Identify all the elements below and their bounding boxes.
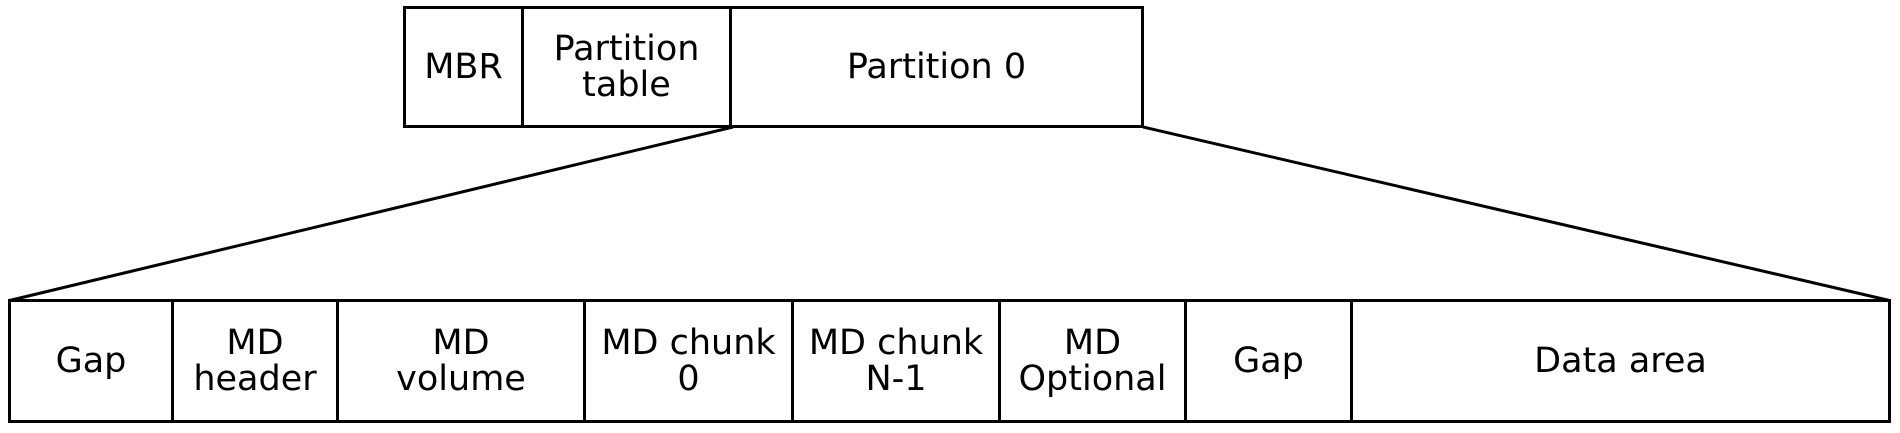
connector-line-left	[9, 125, 734, 302]
cell-partition-table-label: Partition table	[553, 28, 700, 105]
cell-partition-0[interactable]: Partition 0	[732, 9, 1141, 125]
cell-md-chunk-0[interactable]: MD chunk 0	[586, 302, 794, 420]
cell-md-chunk-n-1[interactable]: MD chunk N-1	[794, 302, 1001, 420]
cell-data-area[interactable]: Data area	[1353, 302, 1888, 420]
partition-detail-row: Gap MD header MD volume MD chunk 0 MD ch…	[8, 299, 1891, 423]
cell-md-header[interactable]: MD header	[174, 302, 339, 420]
cell-mbr-label: MBR	[424, 46, 503, 87]
cell-data-area-label: Data area	[1534, 340, 1707, 381]
cell-partition-table[interactable]: Partition table	[524, 9, 732, 125]
disk-layout-row: MBR Partition table Partition 0	[403, 6, 1144, 128]
cell-md-optional[interactable]: MD Optional	[1001, 302, 1187, 420]
cell-md-chunk-0-label: MD chunk 0	[601, 322, 776, 399]
cell-md-volume[interactable]: MD volume	[339, 302, 586, 420]
cell-mbr[interactable]: MBR	[406, 9, 524, 125]
cell-gap-end[interactable]: Gap	[1187, 302, 1353, 420]
cell-gap-end-label: Gap	[1233, 340, 1304, 381]
cell-gap-start[interactable]: Gap	[11, 302, 174, 420]
connector-line-right	[1142, 125, 1890, 302]
cell-md-optional-label: MD Optional	[1018, 322, 1167, 399]
cell-md-chunk-n-1-label: MD chunk N-1	[808, 322, 984, 399]
cell-md-volume-label: MD volume	[396, 322, 526, 399]
cell-md-header-label: MD header	[193, 322, 317, 399]
cell-gap-start-label: Gap	[55, 340, 127, 381]
cell-partition-0-label: Partition 0	[846, 46, 1027, 87]
